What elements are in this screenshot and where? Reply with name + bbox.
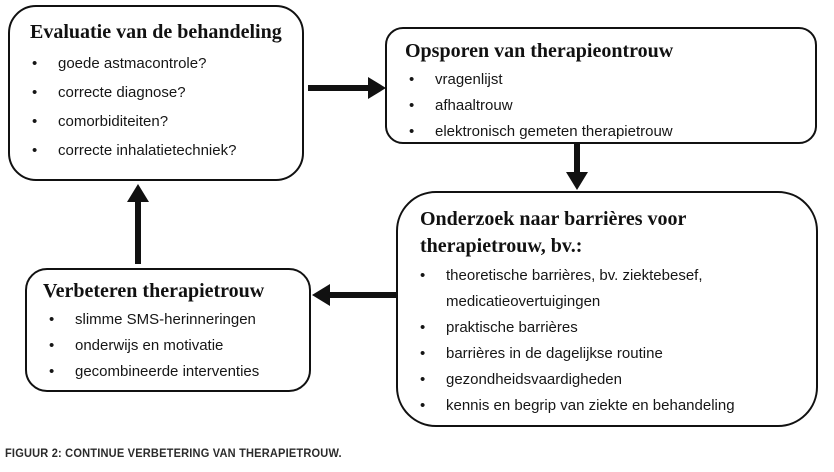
box-title-evaluatie: Evaluatie van de behandeling — [30, 21, 282, 43]
arrow-onderzoek-to-verbeteren-shaft — [330, 292, 396, 298]
flowchart-box-verbeteren: Verbeteren therapietrouw slimme SMS-heri… — [25, 268, 311, 392]
bullet-item: gezondheidsvaardigheden — [398, 367, 816, 393]
bullet-item: barrières in de dagelijkse routine — [398, 341, 816, 367]
bullet-list-evaluatie: goede astmacontrole? correcte diagnose? … — [10, 49, 302, 165]
bullet-item: vragenlijst — [387, 67, 815, 93]
bullet-item: theoretische barrières, bv. ziektebesef,… — [398, 263, 816, 315]
flowchart-box-evaluatie: Evaluatie van de behandeling goede astma… — [8, 5, 304, 181]
arrow-down-icon — [566, 172, 588, 190]
box-title-opsporen: Opsporen van therapieontrouw — [405, 40, 674, 62]
bullet-item: gecombineerde interventies — [27, 359, 309, 385]
box-title-verbeteren: Verbeteren therapietrouw — [43, 280, 265, 302]
bullet-item: correcte inhalatietechniek? — [10, 136, 302, 165]
arrow-opsporen-to-onderzoek-shaft — [574, 144, 580, 174]
box-title-onderzoek: Onderzoek naar barrières voor therapietr… — [420, 208, 687, 257]
bullet-item: afhaaltrouw — [387, 93, 815, 119]
bullet-item: praktische barrières — [398, 315, 816, 341]
arrow-left-icon — [312, 284, 330, 306]
bullet-item: slimme SMS-herinneringen — [27, 307, 309, 333]
arrow-up-icon — [127, 184, 149, 202]
bullet-item: onderwijs en motivatie — [27, 333, 309, 359]
bullet-item: elektronisch gemeten therapietrouw — [387, 119, 815, 145]
arrow-evaluatie-to-opsporen-shaft — [308, 85, 370, 91]
bullet-list-onderzoek: theoretische barrières, bv. ziektebesef,… — [398, 263, 816, 419]
flowchart-box-onderzoek: Onderzoek naar barrières voor therapietr… — [396, 191, 818, 427]
bullet-list-opsporen: vragenlijst afhaaltrouw elektronisch gem… — [387, 67, 815, 145]
flowchart-box-opsporen: Opsporen van therapieontrouw vragenlijst… — [385, 27, 817, 145]
bullet-item: kennis en begrip van ziekte en behandeli… — [398, 393, 816, 419]
bullet-item: correcte diagnose? — [10, 78, 302, 107]
bullet-item: goede astmacontrole? — [10, 49, 302, 78]
bullet-list-verbeteren: slimme SMS-herinneringen onderwijs en mo… — [27, 307, 309, 385]
arrow-verbeteren-to-evaluatie-shaft — [135, 201, 141, 264]
bullet-item: comorbiditeiten? — [10, 107, 302, 136]
arrow-right-icon — [368, 77, 386, 99]
figure-caption: FIGUUR 2: CONTINUE VERBETERING VAN THERA… — [5, 448, 342, 460]
